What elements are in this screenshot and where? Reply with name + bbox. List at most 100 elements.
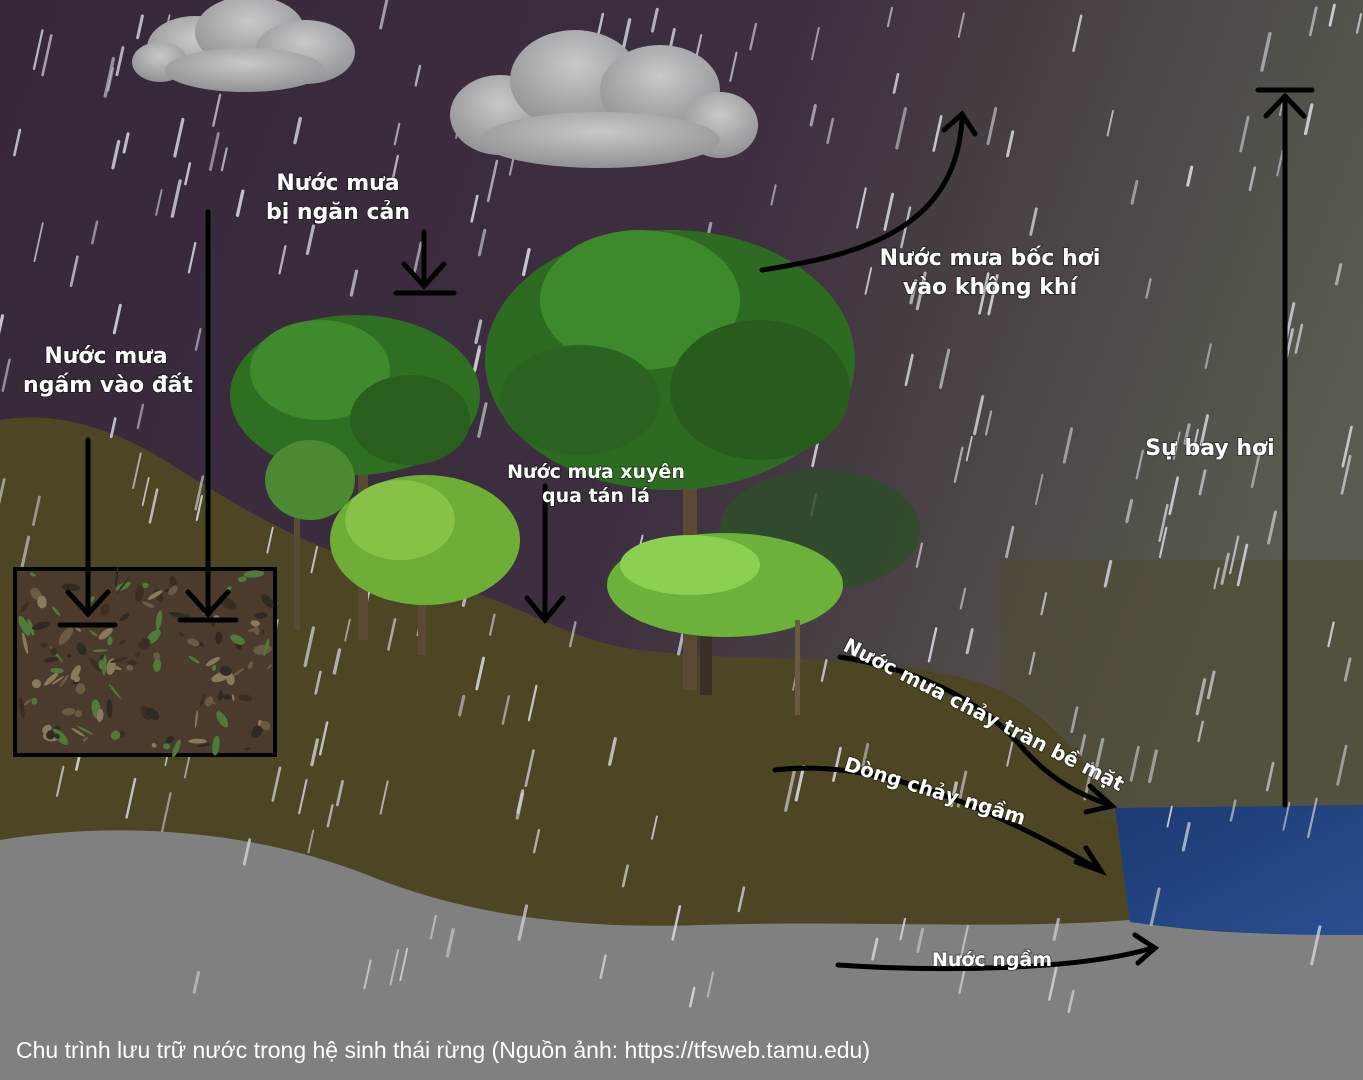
rain-drop-icon <box>524 749 535 788</box>
rain-drop-icon <box>13 128 22 157</box>
soil-speck <box>266 664 273 670</box>
tree-icon <box>485 230 855 690</box>
rain-drop-icon <box>1 358 11 392</box>
rain-drop-icon <box>939 348 951 389</box>
rain-drop-icon <box>689 986 696 1008</box>
soil-speck <box>197 743 210 747</box>
rain-drop-icon <box>1040 592 1048 616</box>
soil-speck <box>119 639 126 645</box>
rain-drop-icon <box>1236 543 1249 587</box>
soil-speck <box>20 602 29 613</box>
rain-drop-icon <box>1166 805 1173 828</box>
soil-speck <box>261 629 265 635</box>
soil-speck <box>61 583 81 591</box>
soil-speck <box>155 610 163 630</box>
rain-drop-icon <box>904 353 914 387</box>
soil-speck <box>40 642 48 648</box>
rain-drop-icon <box>363 959 372 990</box>
soil-speck <box>169 612 188 618</box>
soil-speck <box>243 570 265 578</box>
rain-drop-icon <box>266 526 274 554</box>
soil-speck <box>51 676 64 685</box>
soil-speck <box>194 709 198 728</box>
rain-drop-icon <box>978 272 990 315</box>
rain-drop-icon <box>599 954 607 980</box>
soil-speck <box>230 634 245 645</box>
rain-drop-icon <box>521 248 531 277</box>
soil-speck <box>108 684 121 700</box>
soil-speck <box>29 572 36 577</box>
soil-speck <box>75 710 82 718</box>
rain-drop-icon <box>621 864 629 888</box>
label-infiltration: Nước mưa <box>44 344 167 369</box>
soil-speck <box>110 657 128 663</box>
rain-drop-icon <box>212 93 222 127</box>
soil-speck <box>71 727 85 737</box>
rain-drop-icon <box>1125 498 1134 524</box>
rain-drop-icon <box>651 815 658 840</box>
rain-drop-icon <box>794 764 806 802</box>
soil-speck <box>46 730 56 740</box>
rain-drop-icon <box>387 618 397 651</box>
rain-drop-icon <box>1147 749 1158 784</box>
rain-drop-icon <box>173 117 185 158</box>
soil-speck <box>43 657 59 663</box>
rain-drop-icon <box>429 914 437 940</box>
rain-drop-icon <box>532 829 541 854</box>
rain-drop-icon <box>458 694 466 717</box>
rain-drop-icon <box>1168 476 1180 516</box>
rain-drop-icon <box>1149 887 1161 927</box>
soil-speck <box>59 674 69 688</box>
rain-drop-icon <box>527 684 538 722</box>
rain-drop-icon <box>106 67 115 92</box>
rain-drop-icon <box>477 402 488 438</box>
rain-drop-icon <box>1129 745 1140 782</box>
label-evaporation: Nước mưa bốc hơi <box>880 246 1101 271</box>
rain-drop-icon <box>0 314 5 335</box>
rain-drop-icon <box>1206 670 1216 700</box>
rain-drop-icon <box>915 271 927 311</box>
soil-speck <box>58 627 74 645</box>
rain-drop-icon <box>1172 431 1181 460</box>
rain-drop-icon <box>1029 207 1038 236</box>
rain-drop-icon <box>1079 734 1087 756</box>
rain-drop-icon <box>892 73 900 94</box>
soil-speck <box>22 632 29 655</box>
soil-speck <box>142 601 155 608</box>
cloud-icon <box>450 30 758 168</box>
rain-drop-icon <box>470 194 479 223</box>
rain-drop-icon <box>109 417 117 439</box>
rain-drop-icon <box>125 777 137 819</box>
soil-speck <box>89 596 95 603</box>
rain-drop-icon <box>141 477 150 507</box>
soil-speck <box>222 693 232 700</box>
rain-drop-icon <box>208 132 220 172</box>
rain-drop-icon <box>706 971 715 998</box>
soil-speck <box>27 618 35 636</box>
soil-speck <box>110 730 121 740</box>
rain-drop-icon <box>69 255 79 288</box>
rain-drop-icon <box>1355 13 1363 34</box>
rain-drop-icon <box>413 241 423 274</box>
rain-drop-icon <box>303 626 316 668</box>
soil-speck <box>151 742 157 748</box>
soil-speck <box>127 659 137 666</box>
soil-speck <box>211 664 217 672</box>
rain-drop-icon <box>1052 917 1060 941</box>
rain-drop-icon <box>414 64 422 87</box>
rain-drop-icon <box>379 780 389 815</box>
soil-speck <box>75 627 82 632</box>
rain-drop-icon <box>1067 989 1075 1014</box>
rain-drop-icon <box>1341 425 1353 468</box>
soil-speck <box>188 655 200 664</box>
rain-drop-icon <box>1145 278 1152 299</box>
rain-drop-icon <box>1130 179 1139 205</box>
soil-speck <box>98 627 113 640</box>
soil-speck <box>237 576 247 583</box>
rain-drop-icon <box>949 781 958 808</box>
rain-drop-icon <box>737 886 746 913</box>
rain-drop-icon <box>278 244 287 275</box>
soil-speck <box>115 566 119 589</box>
rain-drop-icon <box>957 12 965 38</box>
rain-drop-icon <box>820 659 828 682</box>
